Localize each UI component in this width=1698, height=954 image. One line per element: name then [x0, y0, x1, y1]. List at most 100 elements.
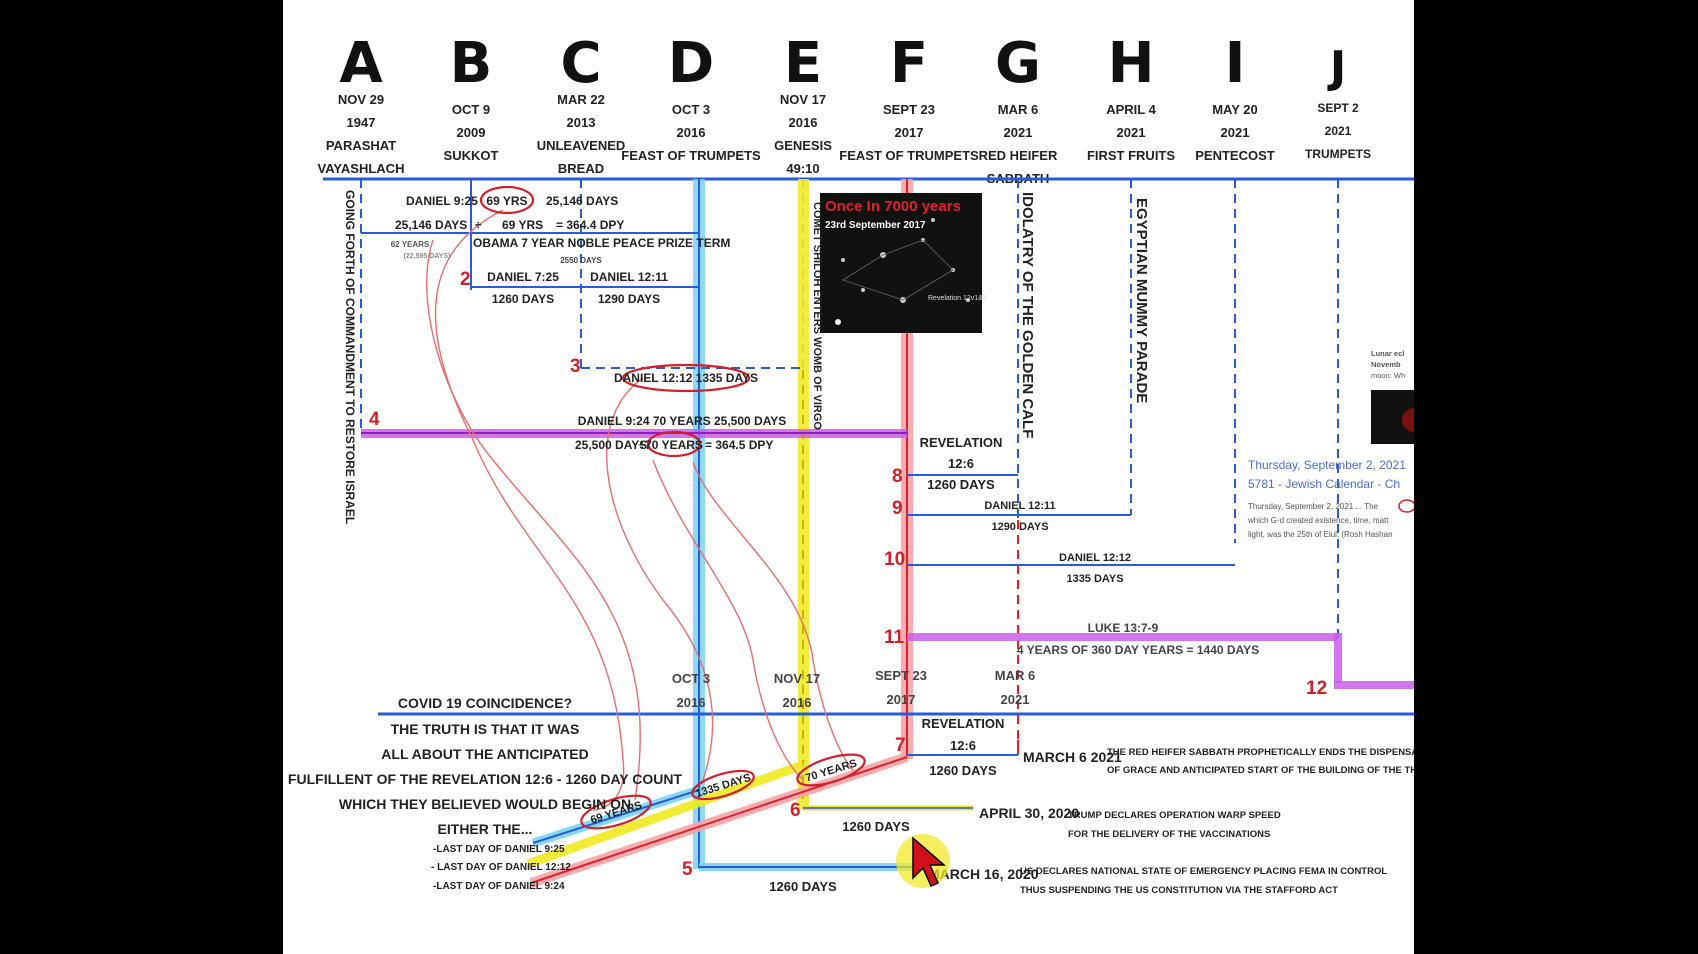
step-number-11: 11 [884, 627, 905, 648]
column-a-line-1: NOV 29 [338, 92, 384, 107]
column-e-line-2: 2016 [789, 115, 818, 130]
column-g-line-2: 2021 [1004, 125, 1033, 140]
label-22595-days: (22,595 DAYS) [404, 253, 451, 260]
eclipse-moon [1402, 408, 1414, 432]
circle-70-years-b [796, 753, 866, 787]
step-number-4: 4 [369, 409, 380, 430]
label-69-yrs: 69 YRS [486, 194, 527, 208]
snippet-line-2: which G-d created existence, time, matt [1247, 516, 1389, 525]
inset-title: Once In 7000 years [825, 198, 961, 215]
last-day-list: -LAST DAY OF DANIEL 9:25 - LAST DAY OF D… [431, 844, 571, 892]
label-daniel-1211: DANIEL 12:11 [590, 270, 668, 284]
column-e-line-3: GENESIS [774, 138, 832, 153]
upper-labels: DANIEL 9:25 69 YRS 25,146 DAYS 25,146 DA… [391, 194, 1259, 657]
label-1260-days-e: 1260 DAYS [769, 879, 837, 894]
red-step-numbers: 2 3 4 5 6 7 8 9 10 11 12 [369, 269, 1327, 880]
column-a-line-2: 1947 [347, 115, 376, 130]
label-25146-days: 25,146 DAYS [546, 194, 618, 208]
column-letter-d: D [668, 31, 714, 96]
column-f-line-3: FEAST OF TRUMPETS [839, 148, 979, 163]
column-a-line-4: VAYASHLACH [318, 161, 405, 176]
bottom-mar6: MAR 6 [995, 668, 1035, 683]
bottom-2016-b: 2016 [783, 695, 812, 710]
lunar-line-3: moon: Wh [1371, 371, 1405, 380]
column-h-line-3: FIRST FRUITS [1087, 148, 1175, 163]
label-3644-dpy: = 364.4 DPY [556, 218, 624, 232]
label-daniel-1212-b: DANIEL 12:12 [1059, 552, 1131, 564]
magenta-band-11 [907, 633, 1338, 641]
label-1260-days-c: 1260 DAYS [929, 763, 997, 778]
curve-70b [692, 461, 854, 771]
label-daniel-725: DANIEL 7:25 [487, 270, 559, 284]
heifer-line-2: OF GRACE AND ANTICIPATED START OF THE BU… [1107, 765, 1414, 776]
inset-background [820, 193, 982, 333]
blue-diagonal [532, 789, 700, 844]
label-62-years: 62 YEARS [391, 240, 430, 249]
column-j-line-3: TRUMPETS [1305, 147, 1371, 161]
column-f-line-1: SEPT 23 [883, 102, 935, 117]
right-side-clippings: Lunar ecl Novemb moon: Wh Thursday, Sept… [1247, 349, 1414, 539]
snippet-line-3: light, was the 25th of Elul. (Rosh Hasha… [1248, 530, 1393, 539]
circle-70-years [646, 430, 702, 458]
column-e-line-4: 49:10 [786, 161, 819, 176]
label-luke: LUKE 13:7-9 [1088, 621, 1159, 635]
last-day-924: -LAST DAY OF DANIEL 9:24 [433, 881, 565, 892]
curve-1335 [606, 377, 714, 781]
label-daniel-1211-b: DANIEL 12:11 [984, 500, 1055, 512]
column-letter-i: I [1225, 31, 1246, 96]
column-b-line-1: OCT 9 [452, 102, 490, 117]
label-obama-term: OBAMA 7 YEAR NOBLE PEACE PRIZE TERM [473, 236, 730, 250]
label-going-forth: GOING FORTH OF COMMANDMENT TO RESTORE IS… [343, 190, 357, 524]
column-e-line-1: NOV 17 [780, 92, 826, 107]
step-number-2: 2 [460, 269, 471, 290]
step-number-3: 3 [570, 356, 581, 377]
column-i-line-2: 2021 [1221, 125, 1250, 140]
last-day-1212: - LAST DAY OF DANIEL 12:12 [431, 862, 571, 873]
bottom-oct3: OCT 3 [672, 671, 710, 686]
column-h-line-2: 2021 [1117, 125, 1146, 140]
column-a-line-3: PARASHAT [326, 138, 396, 153]
covid-line-4: FULFILLENT OF THE REVELATION 12:6 - 1260… [288, 771, 683, 787]
jewish-calendar-link: 5781 - Jewish Calendar - Ch [1248, 477, 1400, 491]
label-mummy-parade: EGYPTIAN MUMMY PARADE [1133, 198, 1150, 403]
label-25500-days: 25,500 DAYS [575, 438, 647, 452]
column-g-line-1: MAR 6 [998, 102, 1038, 117]
label-2550-days: 2550 DAYS [560, 256, 602, 265]
circle-daniel-1212 [621, 363, 751, 393]
label-march16-2020: MARCH 16, 2020 [928, 866, 1039, 882]
column-j-line-2: 2021 [1325, 124, 1352, 138]
covid-explanation: COVID 19 COINCIDENCE? THE TRUTH IS THAT … [288, 695, 683, 837]
step-number-10: 10 [884, 549, 905, 570]
column-letter-c: C [560, 31, 601, 96]
covid-line-6: EITHER THE... [438, 821, 533, 837]
column-letter-e: E [784, 31, 822, 96]
column-letter-j: J [1327, 42, 1346, 93]
label-divide-b: ÷ [639, 438, 646, 452]
label-rev-126-c: 12:6 [950, 738, 976, 753]
magenta-band-12-vert [1334, 633, 1342, 683]
label-daniel-1212: DANIEL 12:12 1335 DAYS [614, 371, 758, 385]
lunar-line-1: Lunar ecl [1371, 349, 1404, 358]
trump-line-1: TRUMP DECLARES OPERATION WARP SPEED [1068, 810, 1281, 821]
circle-69-years [580, 794, 652, 830]
column-d-line-2: 2016 [677, 125, 706, 140]
bottom-annotations: REVELATION 12:6 1260 DAYS MARCH 6 2021 T… [769, 716, 1414, 896]
label-1260-days-d: 1260 DAYS [842, 819, 910, 834]
column-c-line-4: BREAD [558, 161, 604, 176]
bottom-sept23: SEPT 23 [875, 668, 927, 683]
step-number-8: 8 [892, 466, 903, 487]
column-b-line-2: 2009 [457, 125, 486, 140]
label-1290-days-a: 1290 DAYS [598, 292, 660, 306]
column-c-line-2: 2013 [567, 115, 596, 130]
label-1290-days-b: 1290 DAYS [991, 521, 1048, 533]
mouse-cursor [896, 834, 950, 888]
column-letter-h: H [1108, 31, 1155, 96]
column-i-line-1: MAY 20 [1212, 102, 1258, 117]
column-letter-g: G [995, 31, 1041, 96]
label-70-years: 70 YEARS [645, 438, 703, 452]
bottom-2017: 2017 [887, 692, 916, 707]
snippet-line-1: Thursday, September 2, 2021 ... The [1248, 502, 1379, 511]
